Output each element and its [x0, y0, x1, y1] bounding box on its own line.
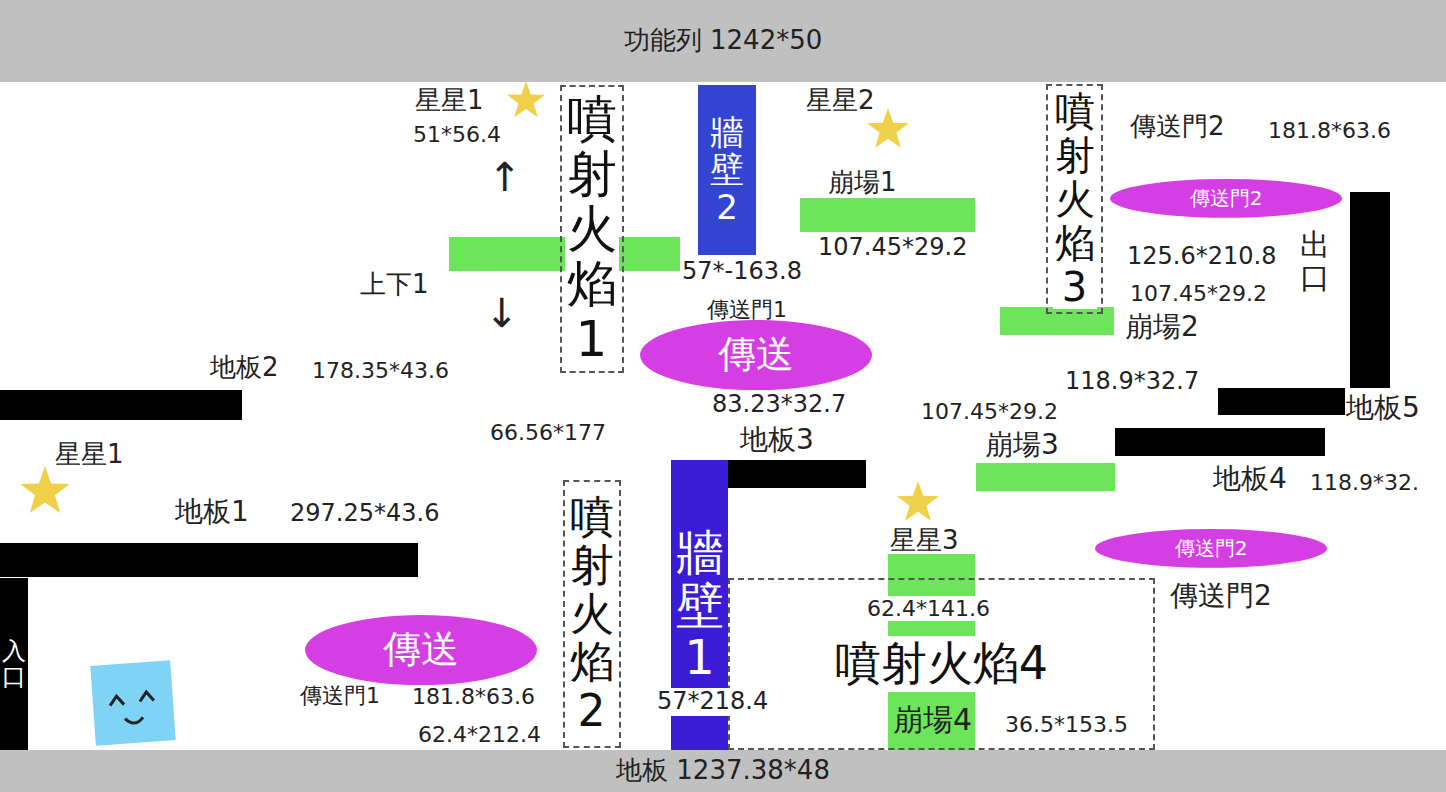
text-group: 噴射火焰2 [568, 493, 616, 735]
platform-label: 上下1 [360, 270, 429, 300]
size-label: 51*56.4 [413, 122, 501, 147]
portal-label: 傳送門2 [1170, 580, 1272, 612]
zone-label: 噴射火焰2 [568, 493, 616, 735]
star-label: 星星1 [415, 86, 484, 116]
portal-label: 傳送門1 [707, 297, 787, 322]
floor-block [1115, 428, 1325, 456]
floor-label: 地板1 [175, 496, 249, 528]
text-group: 噴射火焰4 [833, 636, 1050, 691]
text-group: 噴射火焰3 [1053, 89, 1097, 309]
star-label: 星星2 [806, 86, 875, 116]
portal-ellipse: 傳送門2 [1110, 179, 1342, 218]
floor-label: 地板4 [1213, 463, 1287, 495]
arrow-label: ↑ [488, 154, 522, 200]
player-mouth [125, 717, 143, 723]
size-label: 118.9*32. [1310, 470, 1419, 495]
flame-zone: 噴射火焰1 [560, 85, 624, 373]
zone-label: 功能列 1242*50 [624, 25, 823, 56]
size-label: 118.9*32.7 [1065, 368, 1199, 396]
star-icon [507, 81, 545, 117]
wall-block: 牆壁2 [698, 85, 756, 255]
text-group: 傳送 [718, 332, 794, 378]
size-label: 62.4*141.6 [865, 596, 992, 621]
portal-label: 傳送門2 [1130, 112, 1225, 142]
zone-label: 噴射火焰4 [833, 636, 1050, 691]
zone-label: 牆壁2 [710, 114, 744, 226]
floor-label: 地板5 [1346, 392, 1420, 424]
player-eye [109, 696, 124, 706]
portal-label: 傳送門1 [300, 683, 380, 708]
zone-label: 噴射火焰3 [1053, 89, 1097, 309]
text-group: 地板 1237.38*48 [616, 755, 830, 786]
text-group: 傳送門2 [1190, 186, 1263, 210]
portal-ellipse: 傳送 [305, 615, 537, 685]
zone-label: 牆壁1 [676, 526, 724, 684]
floor-label: 地板2 [210, 353, 279, 383]
size-label: 57*218.4 [655, 688, 770, 716]
star-label: 星星3 [890, 526, 959, 556]
collapse-platform [976, 463, 1115, 491]
size-label: 62.4*212.4 [418, 722, 541, 747]
size-label: 181.8*63.6 [412, 684, 535, 709]
text-group: 功能列 1242*50 [624, 25, 823, 56]
size-label: 36.5*153.5 [1005, 712, 1128, 737]
collapse-platform [800, 198, 975, 232]
flame-zone: 噴射火焰2 [563, 480, 621, 748]
text-group: 噴射火焰1 [565, 92, 619, 367]
player-eye [139, 692, 154, 702]
portal-ellipse: 傳送門2 [1095, 529, 1327, 568]
toolbar-band: 功能列 1242*50 [0, 0, 1446, 82]
zone-label: 噴射火焰1 [565, 92, 619, 367]
text-group: 牆壁2 [710, 114, 744, 226]
size-label: 107.45*29.2 [1130, 281, 1267, 306]
platform-label: 崩場2 [1125, 311, 1199, 343]
text-group: 傳送 [383, 627, 459, 673]
zone-label: 地板 1237.38*48 [616, 755, 830, 786]
zone-label: 傳送 [383, 627, 459, 673]
exit-block [1350, 192, 1390, 388]
floor-block [0, 543, 418, 577]
size-label: 57*-163.8 [682, 258, 802, 286]
text-group: 傳送門2 [1175, 536, 1248, 560]
size-label: 178.35*43.6 [312, 358, 449, 383]
player-body [90, 660, 175, 745]
flame-zone: 噴射火焰3 [1046, 84, 1103, 314]
text-group: 牆壁1 [676, 526, 724, 684]
arrow-label: ↓ [485, 290, 519, 336]
portal-shape [1110, 179, 1342, 218]
size-label: 66.56*177 [490, 420, 606, 445]
portal-shape [640, 320, 872, 390]
text-group: 入口 [2, 638, 26, 691]
platform-label: 崩場3 [985, 429, 1059, 461]
portal-ellipse: 傳送 [640, 320, 872, 390]
star-icon [20, 466, 69, 513]
collapse-platform [1000, 307, 1114, 335]
zone-label: 入口 [2, 638, 26, 691]
star-icon [897, 481, 939, 521]
size-label: 125.6*210.8 [1127, 243, 1276, 271]
floor-block [728, 460, 866, 488]
zone-label: 傳送門2 [1175, 536, 1248, 560]
floor-label: 地板3 [740, 424, 814, 456]
floor-block [0, 390, 242, 420]
player-character [90, 660, 175, 745]
size-label: 181.8*63.6 [1268, 118, 1391, 143]
floor-block [1218, 388, 1345, 415]
exit-label: 出口 [1300, 228, 1330, 294]
portal-shape [1095, 529, 1327, 568]
platform-label: 崩場1 [828, 168, 897, 198]
size-label: 107.45*29.2 [818, 234, 967, 262]
zone-label: 傳送門2 [1190, 186, 1263, 210]
zone-label: 傳送 [718, 332, 794, 378]
size-label: 107.45*29.2 [921, 399, 1058, 424]
ground-band: 地板 1237.38*48 [0, 750, 1446, 792]
size-label: 297.25*43.6 [290, 500, 439, 528]
size-label: 83.23*32.7 [712, 391, 846, 419]
portal-shape [305, 615, 537, 685]
platform-label: 崩場4 [893, 703, 972, 738]
entrance-block: 入口 [0, 578, 28, 750]
star-label: 星星1 [55, 440, 124, 470]
